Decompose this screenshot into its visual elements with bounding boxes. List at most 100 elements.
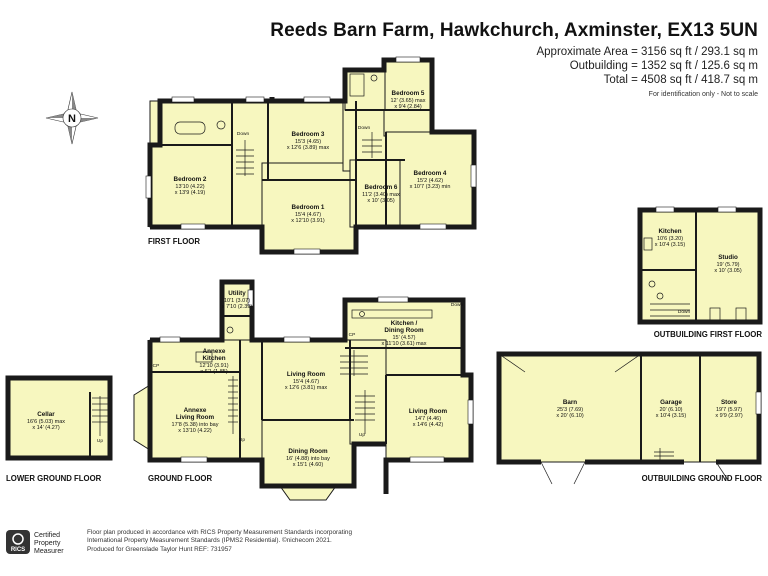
bedroom2-name: Bedroom 2 bbox=[174, 176, 207, 183]
bedroom1-name: Bedroom 1 bbox=[292, 204, 325, 211]
identification-note: For identification only - Not to scale bbox=[648, 91, 758, 98]
ground-floor-plan bbox=[133, 279, 474, 501]
outbuilding-stair-down: Down bbox=[678, 309, 691, 315]
badge-line-3: Measurer bbox=[34, 548, 64, 555]
dining-room-dim2: x 15'1 (4.60) bbox=[293, 462, 324, 468]
cellar-dim1: 16'6 (5.03) max bbox=[27, 419, 65, 425]
store-dim2: x 9'9 (2.97) bbox=[715, 413, 743, 419]
annexe-living-dim1: 17'8 (5.38) into bay bbox=[172, 422, 219, 428]
lower-ground-floor-plan bbox=[5, 375, 113, 461]
bedroom6-dim2: x 10' (3.05) bbox=[367, 198, 395, 204]
annexe-living-name2: Living Room bbox=[176, 414, 215, 421]
annexe-living-name: Annexe bbox=[184, 407, 207, 414]
first-floor-stair-down-1: Down bbox=[237, 131, 250, 137]
cellar-stair-up: Up bbox=[97, 438, 103, 444]
bedroom6-area bbox=[349, 159, 401, 228]
bedroom1-dim2: x 12'10 (3.91) bbox=[291, 218, 325, 224]
kitchen-dining-dim1: 15' (4.57) bbox=[392, 335, 415, 341]
footer-line-1: Floor plan produced in accordance with R… bbox=[87, 529, 352, 536]
cellar-name: Cellar bbox=[37, 411, 55, 418]
barn-dim2: x 20' (6.10) bbox=[556, 413, 584, 419]
annexe-cp-label: CP bbox=[153, 363, 160, 369]
ground-floor-stair-up-1: Up bbox=[239, 437, 245, 443]
compass-icon: N bbox=[45, 91, 99, 145]
living-room-main-name: Living Room bbox=[287, 371, 326, 378]
kitchen-out-dim2: x 10'4 (3.15) bbox=[655, 242, 686, 248]
bedroom4-name: Bedroom 4 bbox=[414, 170, 447, 177]
living-room-2-dim1: 14'7 (4.46) bbox=[415, 416, 441, 422]
garage-dim1: 20' (6.10) bbox=[659, 407, 682, 413]
annexe-kitchen-dim1: 12'10 (3.91) bbox=[199, 363, 228, 369]
total-area: Total = 4508 sq ft / 418.7 sq m bbox=[603, 74, 758, 86]
bedroom5-name: Bedroom 5 bbox=[392, 90, 425, 97]
outbuilding-area: Outbuilding = 1352 sq ft / 125.6 sq m bbox=[569, 60, 758, 72]
badge-line-1: Certified bbox=[34, 532, 60, 539]
garage-dim2: x 10'4 (3.15) bbox=[656, 413, 687, 419]
outbuilding-first-floor-plan bbox=[637, 206, 763, 325]
bedroom4-dim2: x 10'7 (3.23) min bbox=[410, 184, 451, 190]
bedroom3-dim2: x 12'6 (3.89) max bbox=[287, 145, 330, 151]
utility-dim1: 10'1 (3.07) bbox=[224, 298, 250, 304]
cellar-dim2: x 14' (4.27) bbox=[32, 425, 60, 431]
bedroom5-dim2: x 9'4 (2.84) bbox=[394, 104, 422, 110]
utility-dim2: x 7'10 (2.39) bbox=[222, 304, 253, 310]
badge-line-2: Property bbox=[34, 540, 61, 547]
annexe-kitchen-name2: Kitchen bbox=[202, 355, 225, 362]
bedroom4-dim1: 15'2 (4.62) bbox=[417, 178, 443, 184]
utility-name: Utility bbox=[228, 290, 246, 297]
annexe-kitchen-name: Annexe bbox=[203, 348, 226, 355]
dining-room-dim1: 16' (4.88) into bay bbox=[286, 456, 330, 462]
dining-room-area bbox=[261, 419, 355, 487]
outbuilding-ground-floor-plan bbox=[496, 351, 762, 485]
kitchen-dining-name: Kitchen / bbox=[391, 320, 418, 327]
page-title: Reeds Barn Farm, Hawkchurch, Axminster, … bbox=[270, 20, 758, 41]
living-room-main-dim1: 15'4 (4.67) bbox=[293, 379, 319, 385]
footer-line-3: Produced for Greenslade Taylor Hunt REF:… bbox=[87, 545, 232, 553]
ground-floor-label: GROUND FLOOR bbox=[148, 474, 212, 483]
studio-name: Studio bbox=[718, 254, 738, 261]
bedroom1-area bbox=[261, 162, 357, 253]
bedroom2-dim1: 13'10 (4.22) bbox=[175, 184, 204, 190]
rics-logo-text: RICS bbox=[11, 547, 25, 553]
studio-dim2: x 10' (3.05) bbox=[714, 268, 742, 274]
ground-floor-stair-down: Down bbox=[451, 302, 464, 308]
bedroom2-area bbox=[149, 100, 273, 228]
rics-badge-icon: RICS Certified Property Measurer bbox=[6, 530, 64, 555]
annexe-kitchen-dim2: x 6'1 (1.85) bbox=[200, 369, 228, 375]
bedroom3-dim1: 15'3 (4.65) bbox=[295, 139, 321, 145]
bedroom1-dim1: 15'4 (4.67) bbox=[295, 212, 321, 218]
living-room-main-dim2: x 12'6 (3.81) max bbox=[285, 385, 328, 391]
living-room-2-name: Living Room bbox=[409, 408, 448, 415]
bedroom4-area bbox=[385, 131, 475, 228]
kitchen-cp-label: CP bbox=[349, 332, 356, 338]
outbuilding-ground-area bbox=[498, 353, 760, 463]
store-dim1: 19'7 (5.97) bbox=[716, 407, 742, 413]
approximate-area: Approximate Area = 3156 sq ft / 293.1 sq… bbox=[536, 46, 758, 58]
bedroom6-name: Bedroom 6 bbox=[365, 184, 398, 191]
compass-north-label: N bbox=[68, 113, 76, 125]
lower-ground-floor-label: LOWER GROUND FLOOR bbox=[6, 474, 102, 483]
first-floor-plan bbox=[145, 56, 477, 255]
kitchen-dining-dim2: x 11'10 (3.61) max bbox=[382, 341, 427, 347]
outbuilding-ground-floor-label: OUTBUILDING GROUND FLOOR bbox=[642, 474, 763, 483]
bedroom2-dim2: x 13'9 (4.19) bbox=[175, 190, 206, 196]
bedroom3-name: Bedroom 3 bbox=[292, 131, 325, 138]
bedroom5-dim1: 12' (3.65) max bbox=[391, 98, 426, 104]
footer-text: Floor plan produced in accordance with R… bbox=[87, 529, 352, 554]
footer-line-2: International Property Measurement Stand… bbox=[87, 537, 332, 545]
annexe-living-dim2: x 13'10 (4.22) bbox=[178, 428, 212, 434]
dining-room-name: Dining Room bbox=[288, 448, 328, 455]
kitchen-out-name: Kitchen bbox=[658, 228, 681, 235]
kitchen-dining-name2: Dining Room bbox=[384, 327, 424, 334]
living-room-2-area bbox=[385, 374, 472, 461]
outbuilding-first-area bbox=[639, 209, 761, 323]
living-room-2-dim2: x 14'6 (4.42) bbox=[413, 422, 444, 428]
barn-name: Barn bbox=[563, 399, 577, 406]
cellar-area bbox=[7, 377, 111, 459]
ground-floor-stair-up-2: Up bbox=[359, 432, 365, 438]
outbuilding-first-floor-label: OUTBUILDING FIRST FLOOR bbox=[654, 330, 763, 339]
barn-dim1: 25'3 (7.69) bbox=[557, 407, 583, 413]
garage-name: Garage bbox=[660, 399, 682, 406]
first-floor-label: FIRST FLOOR bbox=[148, 237, 200, 246]
